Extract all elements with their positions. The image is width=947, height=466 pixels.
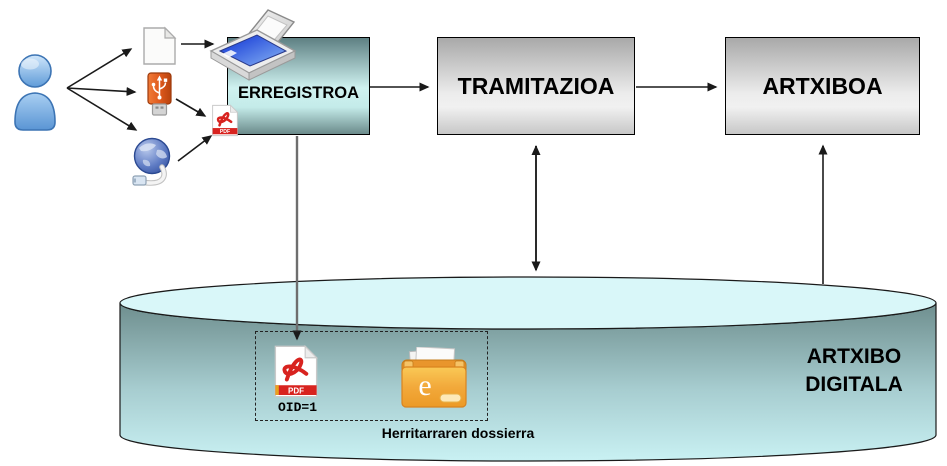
artxiboa-label: ARTXIBOA — [762, 72, 883, 99]
document-icon — [143, 26, 177, 65]
web-globe-icon — [132, 137, 171, 186]
arrow-usb-to-pdf — [175, 98, 207, 117]
pdf-file-icon-small: PDF — [212, 104, 239, 137]
cylinder-top — [119, 276, 937, 330]
folder-icon: e — [401, 347, 467, 408]
person-icon — [14, 54, 56, 131]
cylinder-label: ARTXIBO DIGITALA — [805, 345, 903, 396]
arrow-person-to-usb — [66, 87, 137, 96]
tramitazioa-label: TRAMITAZIOA — [457, 72, 615, 99]
arrow-person-to-document — [66, 48, 133, 89]
pdf-badge-large: PDF — [288, 386, 304, 395]
scanner-icon — [209, 9, 297, 81]
digital-archive-cylinder — [119, 276, 937, 462]
oid-label: OID=1 — [278, 400, 318, 415]
process-box-artxiboa: ARTXIBOA — [725, 37, 920, 135]
pdf-badge-small: PDF — [220, 129, 230, 135]
process-box-tramitazioa: TRAMITAZIOA — [437, 37, 635, 135]
erregistroa-label: ERREGISTROA — [237, 83, 359, 102]
dossier-dashed-region — [255, 331, 488, 421]
arrow-globe-to-pdf — [177, 135, 213, 162]
person-channel-arrows — [66, 48, 138, 131]
pdf-file-icon-large: PDF — [274, 344, 319, 398]
dossier-caption: Herritarraren dossierra — [381, 425, 535, 441]
usb-stick-icon — [147, 72, 172, 116]
folder-letter: e — [418, 369, 431, 402]
arrow-person-to-globe — [66, 87, 138, 131]
